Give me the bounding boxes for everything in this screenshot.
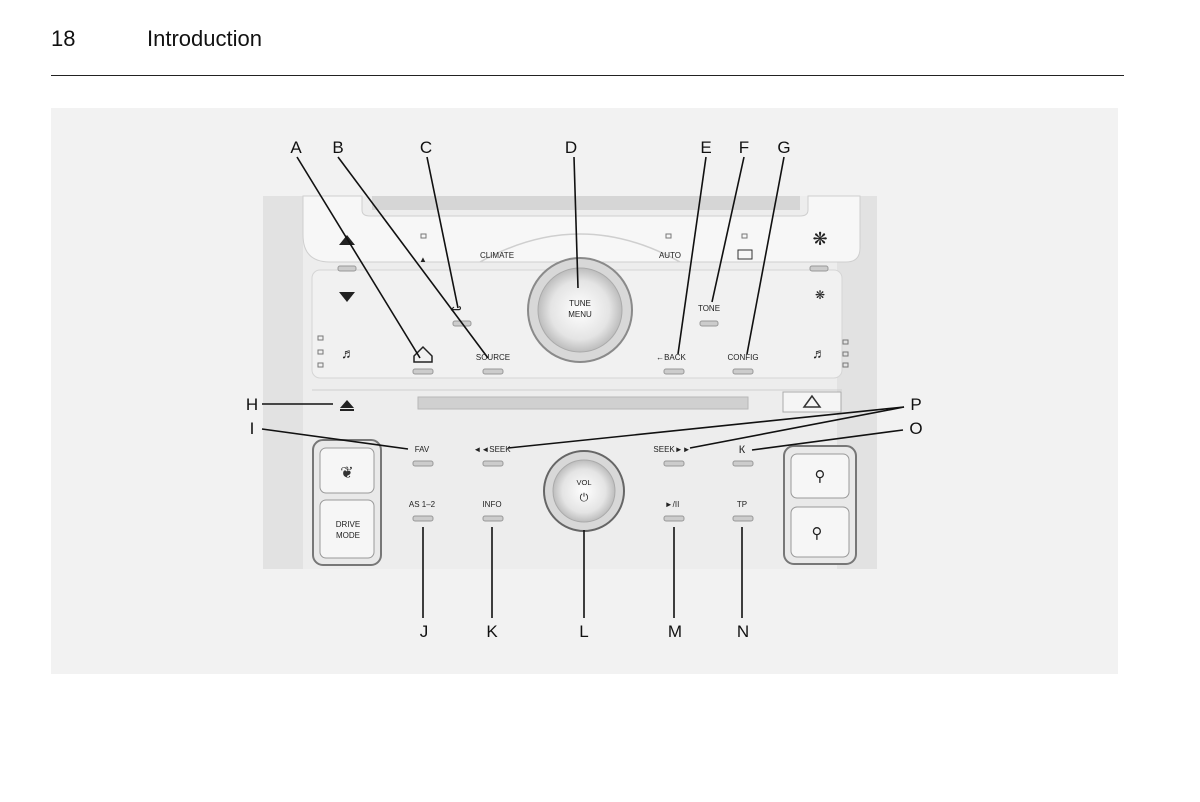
audio-row-1: FAV ◄◄SEEK SEEK►► К bbox=[412, 444, 754, 467]
fan-high-icon: ❋ bbox=[812, 229, 827, 249]
chapter-title: Introduction bbox=[147, 26, 262, 51]
tone-button-label: TONE bbox=[698, 304, 720, 313]
callout-i: I bbox=[250, 419, 255, 438]
callout-k: K bbox=[486, 622, 498, 641]
page-number: 18 bbox=[51, 26, 76, 51]
tp-button-label: TP bbox=[737, 500, 747, 509]
page-header: 18 Introduction bbox=[51, 26, 1124, 76]
menu-label: MENU bbox=[568, 310, 592, 319]
seek-fwd-label: SEEK►► bbox=[653, 445, 690, 454]
callout-n: N bbox=[737, 622, 749, 641]
tune-menu-knob[interactable]: TUNE MENU bbox=[527, 257, 633, 363]
callout-letters: A B C D E F G H I J K L M N O P bbox=[246, 138, 923, 641]
drive-label: DRIVE bbox=[336, 520, 360, 529]
eco-leaf-icon: ❦ bbox=[340, 465, 353, 482]
door-lock-panel: ⚲ ⚲ bbox=[783, 445, 857, 565]
callout-m: M bbox=[668, 622, 682, 641]
auto-button-label: AUTO bbox=[659, 251, 681, 260]
back-button-label: ←BACK bbox=[656, 353, 686, 362]
phone-icon: ↩ bbox=[450, 301, 462, 317]
info-button-label: INFO bbox=[482, 500, 501, 509]
callout-o: O bbox=[909, 419, 922, 438]
callout-h: H bbox=[246, 395, 258, 414]
callout-p: P bbox=[910, 395, 921, 414]
infotainment-figure: ▲ CLIMATE AUTO ❋ ❋ ↩ TONE ♬ ♬ SOURCE ←BA… bbox=[51, 108, 1118, 674]
mode-label: MODE bbox=[336, 531, 360, 540]
source-button-label: SOURCE bbox=[476, 353, 510, 362]
callout-f: F bbox=[739, 138, 749, 157]
rear-defrost-icon bbox=[737, 249, 753, 260]
tune-label: TUNE bbox=[569, 299, 591, 308]
callout-lines bbox=[261, 156, 905, 618]
seek-back-label: ◄◄SEEK bbox=[473, 445, 511, 454]
audio-row-2: AS 1–2 INFO ►/II TP bbox=[409, 500, 754, 522]
callout-b: B bbox=[332, 138, 343, 157]
callout-d: D bbox=[565, 138, 577, 157]
as-button-label: AS 1–2 bbox=[409, 500, 436, 509]
callout-e: E bbox=[700, 138, 711, 157]
vol-label: VOL bbox=[576, 478, 591, 487]
volume-power-knob[interactable]: VOL ⏻ bbox=[543, 450, 625, 532]
defrost-icon: ▲ bbox=[419, 255, 427, 264]
temp-down-icon bbox=[339, 292, 355, 302]
callout-a: A bbox=[290, 138, 302, 157]
hazard-icon bbox=[802, 394, 822, 408]
callout-j: J bbox=[420, 622, 429, 641]
climate-button-label: CLIMATE bbox=[480, 251, 514, 260]
unlock-icon: ⚲ bbox=[815, 468, 826, 485]
drive-mode-panel: ❦ DRIVE MODE bbox=[312, 439, 382, 566]
eject-icon bbox=[340, 400, 354, 408]
config-button-label: CONFIG bbox=[727, 353, 758, 362]
fav-button-label: FAV bbox=[415, 445, 430, 454]
seat-heat-right-icon: ♬ bbox=[812, 345, 826, 361]
header-rule bbox=[51, 75, 1124, 76]
fan-low-icon: ❋ bbox=[815, 288, 825, 302]
lock-icon: ⚲ bbox=[812, 525, 823, 542]
climate-controls: ▲ CLIMATE AUTO ❋ ❋ ↩ TONE ♬ ♬ bbox=[317, 229, 849, 368]
seat-heat-left-icon: ♬ bbox=[341, 345, 355, 361]
play-pause-label: ►/II bbox=[665, 500, 680, 509]
home-icon bbox=[413, 345, 433, 363]
callout-c: C bbox=[420, 138, 432, 157]
callout-l: L bbox=[579, 622, 588, 641]
radio-nav-row: SOURCE ←BACK CONFIG bbox=[412, 345, 759, 375]
power-icon: ⏻ bbox=[580, 492, 589, 504]
callout-g: G bbox=[777, 138, 790, 157]
mute-icon: К bbox=[739, 444, 746, 456]
console-illustration: ▲ CLIMATE AUTO ❋ ❋ ↩ TONE ♬ ♬ SOURCE ←BA… bbox=[246, 138, 923, 641]
